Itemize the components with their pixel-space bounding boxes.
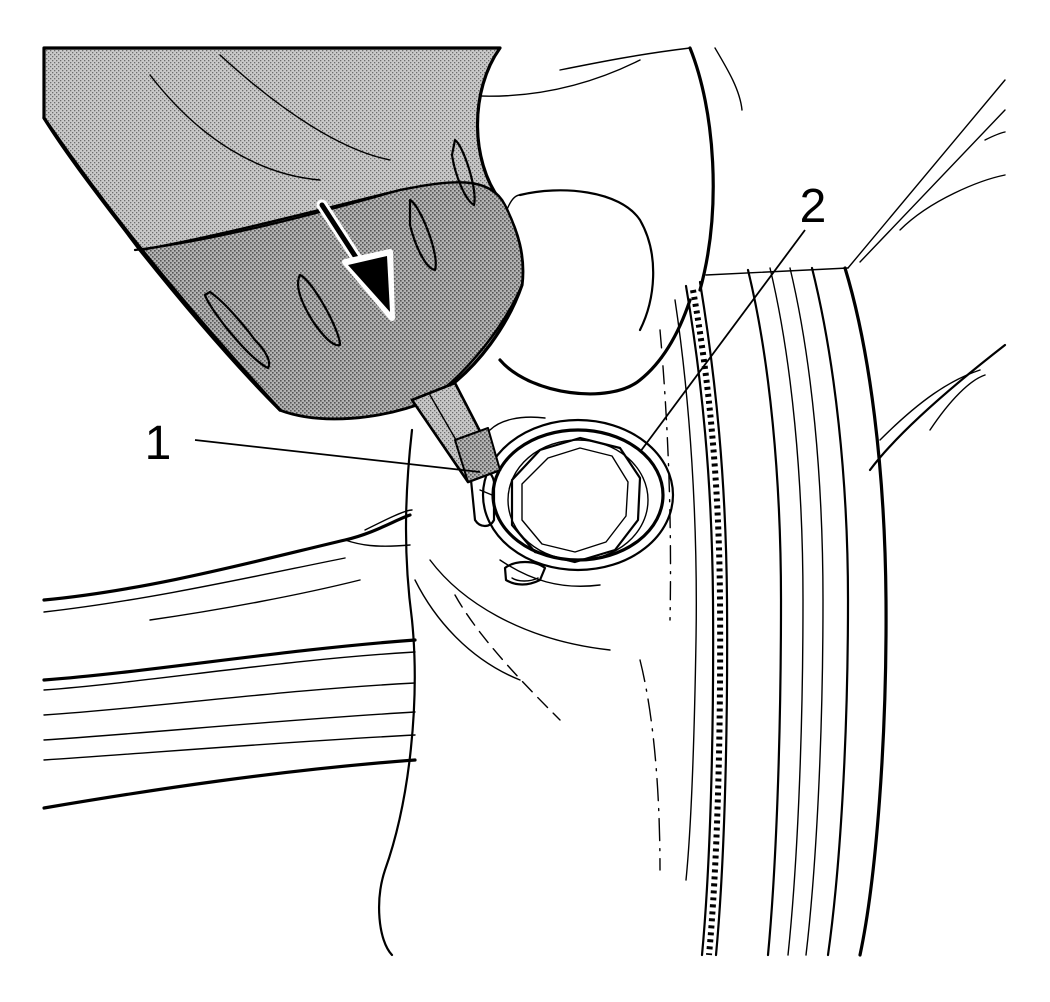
control-arm <box>42 509 417 810</box>
hub-nut <box>468 416 675 586</box>
callout-2: 2 <box>639 180 827 453</box>
wheel-assembly <box>659 79 1007 957</box>
arrow-down-right-icon <box>316 199 395 321</box>
callout-1-label: 1 <box>145 417 172 470</box>
callout-1: 1 <box>145 417 481 473</box>
callout-2-label: 2 <box>800 180 827 233</box>
knuckle-housing <box>459 46 743 396</box>
power-tool <box>42 46 525 484</box>
knuckle-lower <box>378 428 661 957</box>
